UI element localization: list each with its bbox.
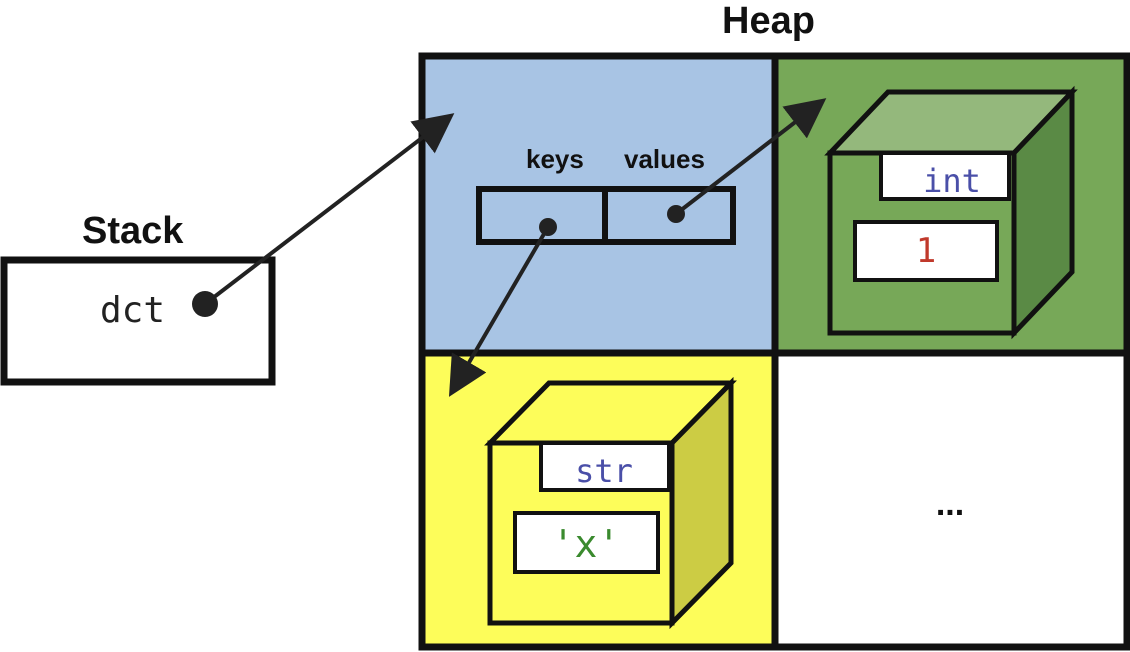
stack-pointer-dot [192, 291, 218, 317]
str-object-cube: str 'x' [484, 376, 737, 630]
heap-cell-empty [775, 353, 1127, 647]
dict-values-label: values [624, 144, 705, 174]
str-value-box [513, 511, 660, 574]
int-value: 1 [916, 231, 936, 271]
str-value: 'x' [552, 522, 621, 566]
values-pointer-dot [667, 205, 685, 223]
empty-cell-ellipsis: ... [936, 485, 964, 523]
dict-keys-label: keys [526, 144, 584, 174]
arrow-stack-to-dict [203, 113, 455, 306]
int-object-cube: int 1 [824, 85, 1078, 340]
keys-pointer-dot [539, 218, 557, 236]
arrow-keys-to-str [448, 225, 550, 397]
heap-title: Heap [722, 0, 815, 42]
str-type-label: str [575, 452, 633, 490]
stack-variable-dct: dct [100, 290, 165, 331]
int-type-label: int [923, 162, 981, 200]
stack-title: Stack [82, 210, 184, 252]
int-value-box [853, 220, 999, 282]
stack-frame [0, 256, 276, 386]
arrow-values-to-int [674, 98, 827, 216]
str-type-label-box [539, 441, 671, 492]
int-type-label-box [879, 151, 1011, 201]
